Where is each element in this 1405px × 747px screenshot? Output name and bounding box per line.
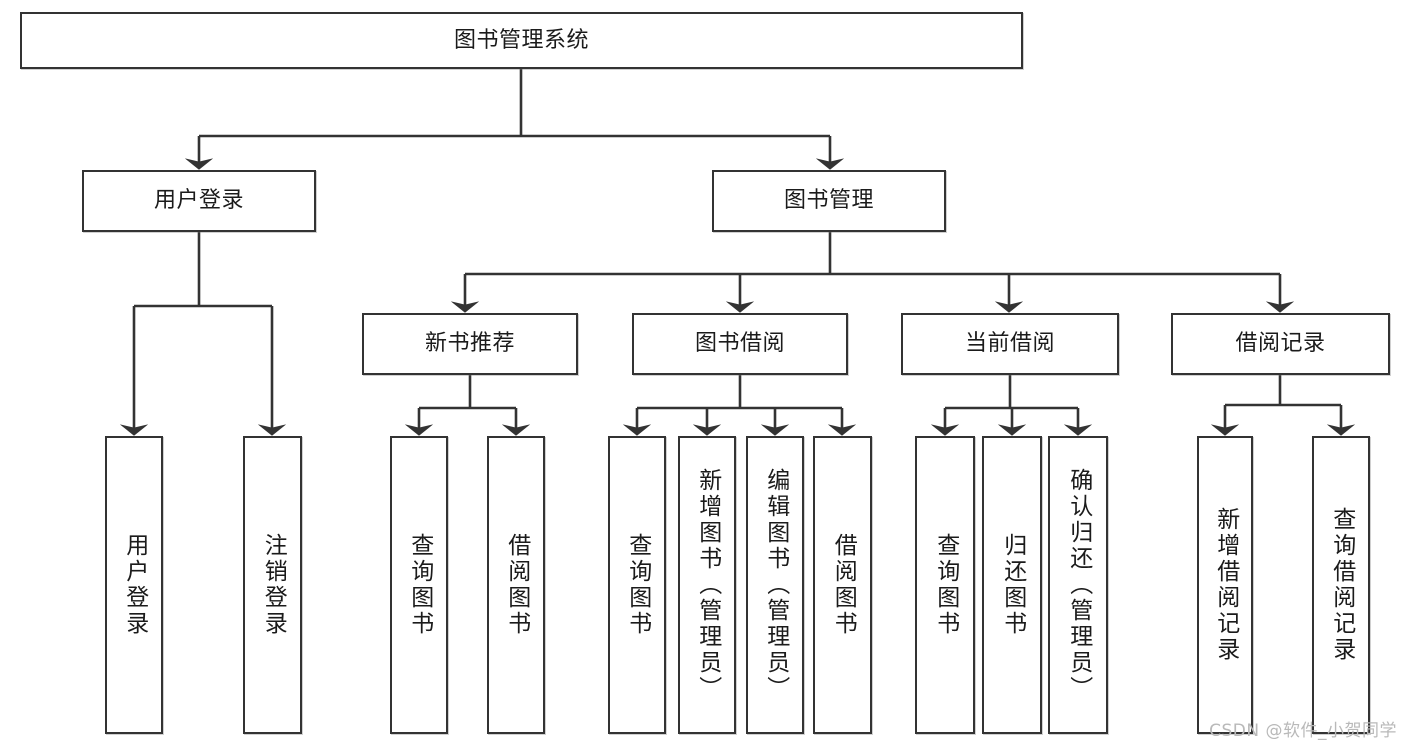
node-label: 确认归还（管理员） <box>1065 468 1092 702</box>
node-label: 注销登录 <box>260 533 287 637</box>
leaf-current-borrow-query[interactable]: 查询图书 <box>915 436 975 734</box>
node-borrow-record[interactable]: 借阅记录 <box>1171 313 1390 375</box>
node-root-system[interactable]: 图书管理系统 <box>20 12 1023 69</box>
node-label: 归还图书 <box>999 533 1026 637</box>
node-label: 借阅记录 <box>1235 331 1326 357</box>
leaf-borrow-record-add[interactable]: 新增借阅记录 <box>1197 436 1253 734</box>
node-book-borrow[interactable]: 图书借阅 <box>632 313 848 375</box>
watermark: CSDN @软件_小贺同学 <box>1209 721 1397 741</box>
node-label: 查询图书 <box>406 533 433 637</box>
node-label: 用户登录 <box>153 188 244 214</box>
node-label: 图书借阅 <box>694 331 785 357</box>
node-label: 借阅图书 <box>830 533 857 637</box>
node-label: 查询借阅记录 <box>1328 507 1355 663</box>
leaf-book-borrow-query[interactable]: 查询图书 <box>608 436 666 734</box>
node-label: 新增图书（管理员） <box>694 468 721 702</box>
leaf-book-borrow-borrow[interactable]: 借阅图书 <box>813 436 872 734</box>
leaf-book-borrow-edit[interactable]: 编辑图书（管理员） <box>746 436 804 734</box>
leaf-user-login-login[interactable]: 用户登录 <box>105 436 163 734</box>
node-label: 借阅图书 <box>503 533 530 637</box>
node-new-book-recommend[interactable]: 新书推荐 <box>362 313 578 375</box>
node-label: 新增借阅记录 <box>1212 507 1239 663</box>
node-current-borrow[interactable]: 当前借阅 <box>901 313 1119 375</box>
node-label: 图书管理 <box>783 188 874 214</box>
node-label: 新书推荐 <box>424 331 515 357</box>
leaf-user-login-logout[interactable]: 注销登录 <box>243 436 302 734</box>
leaf-borrow-record-query[interactable]: 查询借阅记录 <box>1312 436 1370 734</box>
node-user-login[interactable]: 用户登录 <box>82 170 316 232</box>
node-label: 图书管理系统 <box>453 27 589 53</box>
node-label: 用户登录 <box>121 533 148 637</box>
leaf-current-borrow-return[interactable]: 归还图书 <box>982 436 1042 734</box>
node-label: 当前借阅 <box>964 331 1055 357</box>
node-label: 编辑图书（管理员） <box>762 468 789 702</box>
node-book-management[interactable]: 图书管理 <box>712 170 946 232</box>
leaf-new-book-query[interactable]: 查询图书 <box>390 436 448 734</box>
node-label: 查询图书 <box>624 533 651 637</box>
leaf-book-borrow-add[interactable]: 新增图书（管理员） <box>678 436 736 734</box>
node-label: 查询图书 <box>932 533 959 637</box>
leaf-new-book-borrow[interactable]: 借阅图书 <box>487 436 545 734</box>
leaf-current-borrow-confirm-return[interactable]: 确认归还（管理员） <box>1048 436 1108 734</box>
